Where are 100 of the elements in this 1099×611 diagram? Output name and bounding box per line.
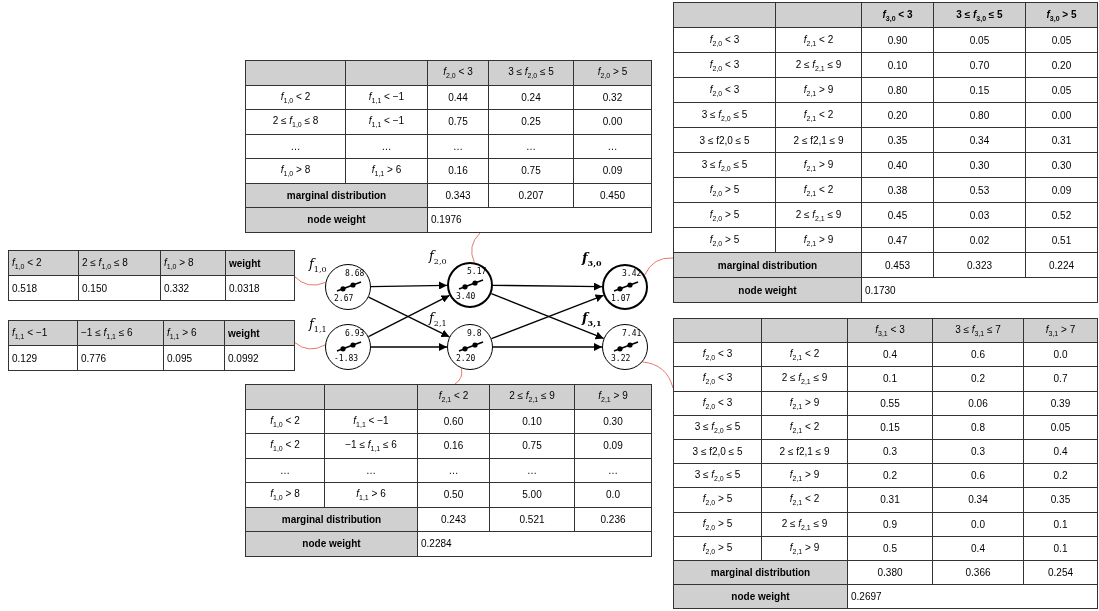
- table-cell: −1 ≤ f$_{1,1}$ ≤ 6: [324, 433, 418, 458]
- table-cell: 0.9: [847, 512, 933, 537]
- table-cell: 0.3: [932, 439, 1024, 464]
- table-cell: f$_{2,1}$ > 9: [761, 536, 848, 561]
- table-cell: 0.09: [574, 433, 652, 458]
- column-header: f$_{2,0}$ > 5: [573, 60, 652, 85]
- arrow: [492, 282, 603, 291]
- row-header: node weight: [245, 207, 428, 232]
- table-cell: 0.1976: [427, 207, 652, 232]
- leader-line: [644, 257, 674, 276]
- column-header: 3 ≤ f$_{3,0}$ ≤ 5: [933, 2, 1026, 28]
- table-cell: 0.15: [933, 77, 1026, 103]
- table-cell: f$_{2,0}$ > 5: [673, 536, 762, 561]
- table-cell: 0.32: [573, 85, 652, 110]
- table-cell: 0.05: [933, 27, 1026, 53]
- table-cell: 0.20: [861, 102, 934, 128]
- table-cell: …: [489, 458, 575, 483]
- table-cell: f$_{2,0}$ < 3: [673, 391, 762, 416]
- table-cell: f$_{1,1}$ < −1: [345, 109, 428, 134]
- table-cell: 0.150: [78, 275, 161, 301]
- column-header: weight: [225, 250, 295, 276]
- table-cell: f$_{2,1}$ < 2: [761, 487, 848, 512]
- table-cell: 2 ≤ f$_{2,1}$ ≤ 9: [761, 366, 848, 392]
- column-header: f$_{2,1}$ < 2: [417, 384, 490, 409]
- table-cell: f$_{1,1}$ > 6: [345, 158, 428, 183]
- leader-line: [471, 232, 481, 263]
- node-value: 1.07: [611, 294, 631, 303]
- table-cell: f$_{2,1}$ > 9: [761, 391, 848, 416]
- arrow: [370, 343, 448, 351]
- table-cell: 0.2697: [847, 584, 1098, 609]
- table-cell: 0.05: [1025, 27, 1098, 53]
- table-cell: 0.80: [933, 102, 1026, 128]
- table-cell: 0.3: [847, 439, 933, 464]
- table-cell: …: [574, 458, 652, 483]
- column-header: 3 ≤ f$_{3,1}$ ≤ 7: [932, 318, 1024, 343]
- column-header: 2 ≤ f$_{2,1}$ ≤ 9: [489, 384, 575, 409]
- column-header: f$_{1,1}$ > 6: [163, 320, 225, 346]
- table-cell: 0.75: [489, 433, 575, 458]
- table-cell: 0.8: [932, 415, 1024, 440]
- node-value: 2.20: [456, 354, 476, 363]
- table-cell: 0.39: [1023, 391, 1098, 416]
- table-cell: 0.10: [861, 52, 934, 78]
- table-cell: 0.31: [847, 487, 933, 512]
- table-cell: 0.343: [427, 183, 489, 208]
- table-cell: 0.450: [573, 183, 652, 208]
- table-cell: 0.80: [861, 77, 934, 103]
- node-value: 3.40: [456, 292, 476, 301]
- node-value: 7.41: [622, 329, 642, 338]
- table-cell: 0.25: [488, 109, 574, 134]
- table-cell: 2 ≤ f$_{1,0}$ ≤ 8: [245, 109, 346, 134]
- table-cell: 0.75: [427, 109, 489, 134]
- table-cell: 0.09: [573, 158, 652, 183]
- row-header: marginal distribution: [673, 560, 848, 585]
- table-cell: 0.75: [488, 158, 574, 183]
- table-cell: 0.31: [1025, 127, 1098, 153]
- table-cell: f$_{2,0}$ > 5: [673, 512, 762, 537]
- table-cell: f$_{2,1}$ < 2: [775, 27, 862, 53]
- table-cell: 2 ≤ f$_{2,1}$ ≤ 9: [761, 512, 848, 537]
- table-cell: f$_{2,1}$ < 2: [775, 102, 862, 128]
- table-cell: f$_{2,0}$ < 3: [673, 52, 776, 78]
- column-header: f$_{1,1}$ < −1: [8, 320, 78, 346]
- column-header: 3 ≤ f$_{2,0}$ ≤ 5: [488, 60, 574, 85]
- table-cell: 0.44: [427, 85, 489, 110]
- table-cell: 0.1: [847, 366, 933, 392]
- node-label: f$_{2,0}$: [429, 248, 447, 268]
- table-cell: 0.02: [933, 227, 1026, 253]
- table-cell: 0.06: [932, 391, 1024, 416]
- table-cell: …: [488, 134, 574, 159]
- table-cell: 0.60: [417, 409, 490, 434]
- table-cell: 0.521: [489, 507, 575, 532]
- table-cell: 2 ≤ f$_{2,1}$ ≤ 9: [775, 202, 862, 228]
- table-cell: 0.0: [574, 482, 652, 507]
- table-cell: 0.518: [8, 275, 79, 301]
- table-cell: 0.55: [847, 391, 933, 416]
- table-cell: f$_{1,1}$ < −1: [324, 409, 418, 434]
- table-cell: 0.323: [933, 252, 1026, 278]
- table-cell: 0.34: [932, 487, 1024, 512]
- table-cell: 0.5: [847, 536, 933, 561]
- table-cell: 0.09: [1025, 177, 1098, 203]
- table-cell: f$_{2,1}$ < 2: [761, 342, 848, 367]
- table-cell: 0.16: [417, 433, 490, 458]
- node-value: 2.67: [334, 294, 354, 303]
- table-cell: f$_{1,0}$ > 8: [245, 482, 325, 507]
- arrow: [370, 281, 448, 290]
- table-cell: 0.2: [1023, 463, 1098, 488]
- node-value: 3.22: [611, 354, 631, 363]
- column-header: f$_{3,1}$ < 3: [847, 318, 933, 343]
- table-cell: 3 ≤ f$_{2,0}$ ≤ 5: [673, 415, 762, 440]
- table-cell: 0.0: [932, 512, 1024, 537]
- table-cell: 0.35: [1023, 487, 1098, 512]
- table-cell: f$_{2,0}$ < 3: [673, 342, 762, 367]
- node-label: f$_{3,1}$: [582, 310, 602, 330]
- table-cell: 0.52: [1025, 202, 1098, 228]
- table-cell: 0.24: [488, 85, 574, 110]
- row-header: marginal distribution: [245, 507, 418, 532]
- table-cell: f$_{2,1}$ < 2: [761, 415, 848, 440]
- table-cell: 0.35: [861, 127, 934, 153]
- table-cell: f$_{2,0}$ > 5: [673, 177, 776, 203]
- table-cell: 0.224: [1025, 252, 1098, 278]
- table-cell: 0.90: [861, 27, 934, 53]
